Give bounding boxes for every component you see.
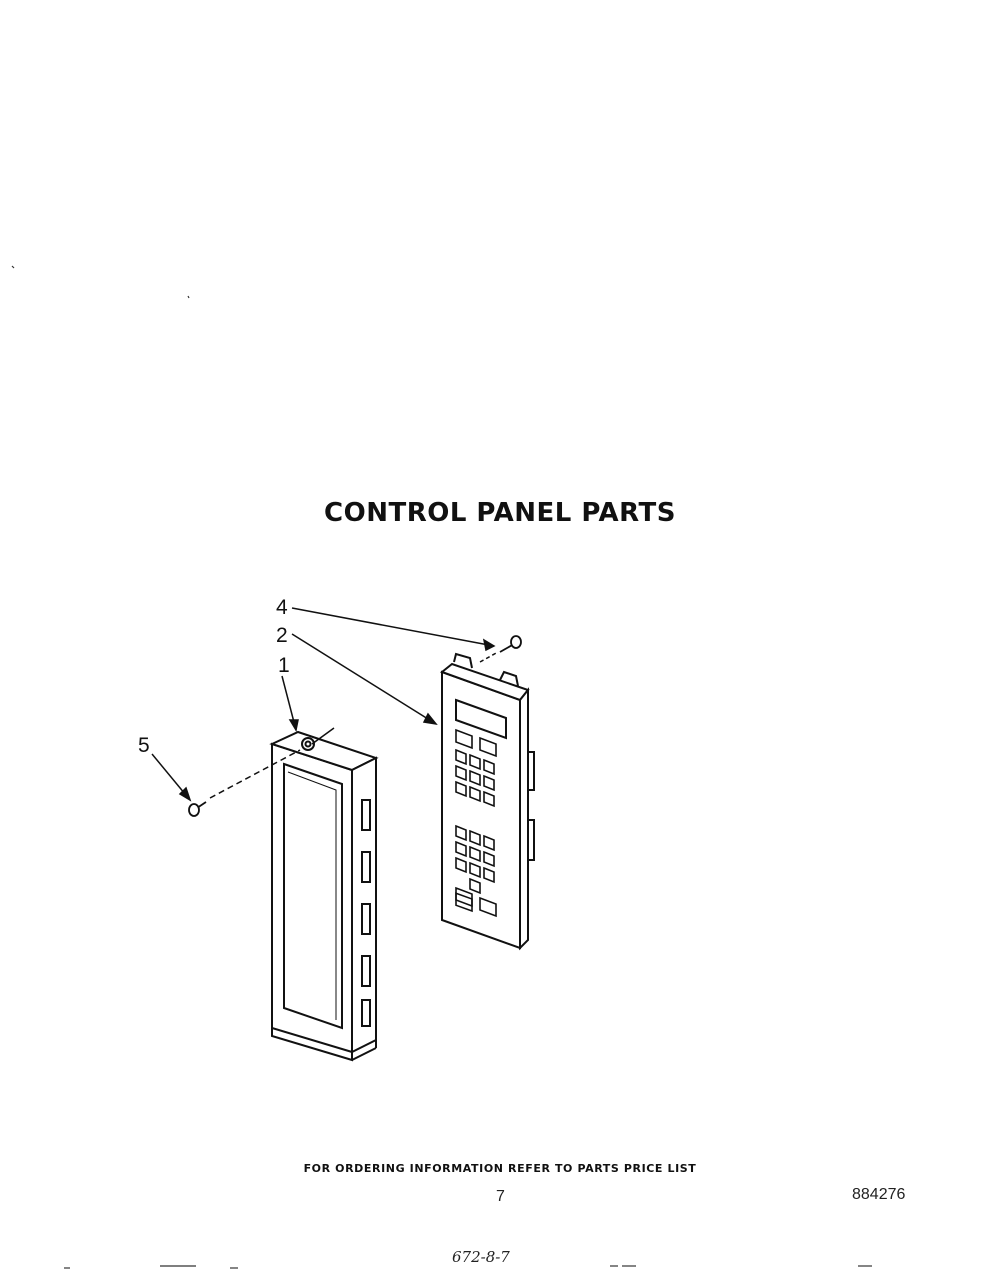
callout-5: 5	[138, 734, 150, 757]
part-2-keypad-board	[439, 652, 535, 951]
callout-1: 1	[278, 654, 290, 677]
scan-marks	[11, 265, 872, 1269]
document-number: 884276	[852, 1186, 906, 1203]
part-4-screw	[499, 635, 522, 653]
part-5-screw	[188, 801, 207, 817]
handwritten-note: 672-8-7	[452, 1248, 510, 1266]
callout-4: 4	[276, 596, 288, 619]
part-1-frame	[269, 730, 379, 1062]
page-number: 7	[496, 1188, 505, 1205]
ordering-info-footer: FOR ORDERING INFORMATION REFER TO PARTS …	[303, 1162, 697, 1175]
leader-lines	[151, 607, 499, 802]
page-title: CONTROL PANEL PARTS	[324, 498, 676, 528]
keypad-buttons	[455, 728, 497, 918]
callout-2: 2	[276, 624, 288, 647]
